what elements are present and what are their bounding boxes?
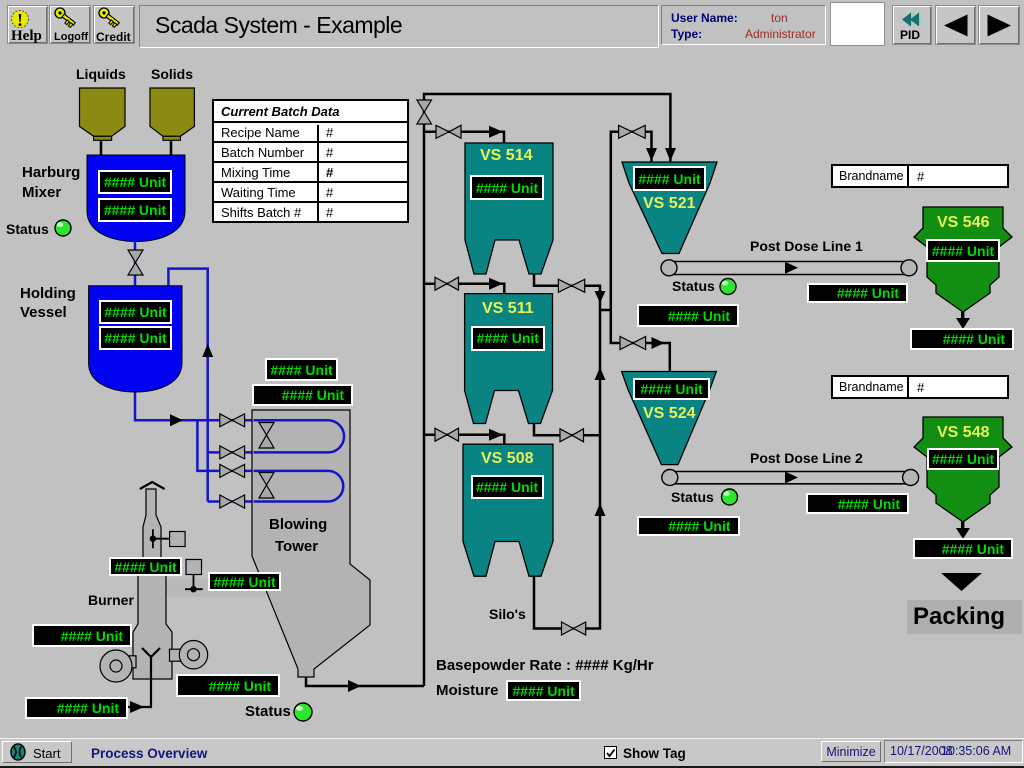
svg-text:!: !: [17, 10, 23, 30]
